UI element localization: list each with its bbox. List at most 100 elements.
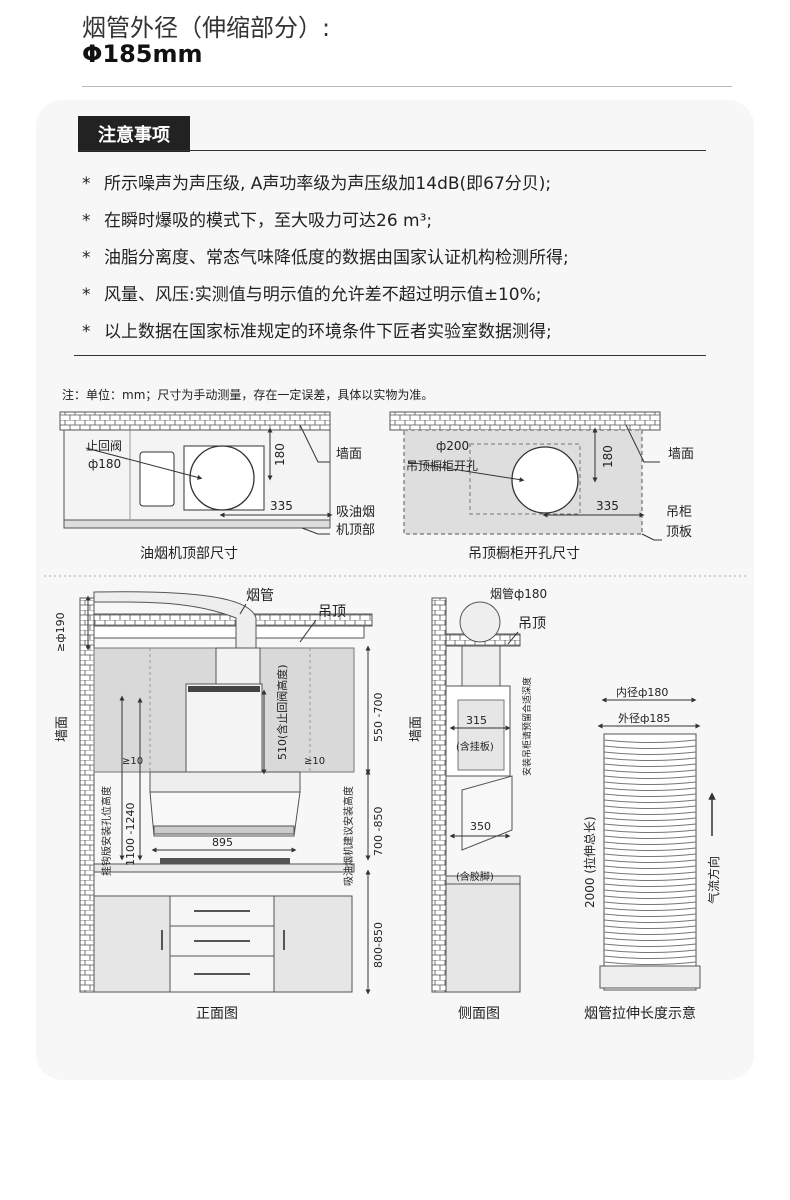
pipe-stretch-view: 内径ф180 外径ф185 2000 (拉伸总长) 气流方向 烟管拉伸长度示意 — [582, 685, 721, 1022]
divider — [82, 86, 732, 87]
side-view: 烟管ф180 吊顶 墙面 315 (含挂板) 安装吊柜请预留合适深度 350 (… — [409, 586, 547, 1022]
depth-label: 安装吊柜请预留合适深度 — [521, 677, 533, 776]
pipe-rib — [603, 949, 697, 953]
wall-label: 墙面 — [336, 447, 362, 462]
pipe-rib — [603, 955, 697, 959]
pipe-rib — [603, 781, 697, 785]
valve-circle — [189, 445, 255, 511]
pipe-rib — [603, 865, 697, 869]
pipe-rib — [603, 931, 697, 935]
cabinet-top-view: ф200 吊顶橱柜开孔 180 335 墙面 吊柜 顶板 吊顶橱柜开孔尺寸 — [389, 411, 694, 562]
hole-label: 吊顶橱柜开孔 — [406, 459, 478, 473]
pipe-rib — [603, 769, 697, 773]
pipe-rib — [603, 745, 697, 749]
notes-heading-rule — [78, 150, 706, 151]
cabinet-label: 吊柜 — [666, 505, 692, 520]
dim-700-850: 700 -850 — [372, 807, 385, 856]
hood-top-view: 止回阀 ф180 180 335 墙面 吸油烟 机顶部 油烟机顶部尺寸 — [59, 411, 375, 562]
note-item: *风量、风压:实测值与明示值的允许差不超过明示值±10%; — [82, 277, 569, 314]
wall-label: 墙面 — [55, 716, 70, 742]
front-view: ≥ф190 墙面 烟管 吊顶 510(含止回阀高度) 550 -700 ≥10 … — [54, 588, 385, 1022]
pipe-dia-label: 烟管ф180 — [490, 586, 547, 601]
note-item: *所示噪声为声压级, A声功率级为声压级加14dB(即67分贝); — [82, 166, 569, 203]
pipe-rib — [603, 853, 697, 857]
pipe-rib — [603, 901, 697, 905]
dim-550-700: 550 -700 — [372, 693, 385, 742]
caption-cabinet-top: 吊顶橱柜开孔尺寸 — [468, 546, 580, 562]
pipe-rib — [603, 817, 697, 821]
bullet-star: * — [82, 211, 91, 231]
inner-diameter: 内径ф180 — [616, 685, 668, 699]
pipe-rib — [603, 919, 697, 923]
pipe-diameter-value: Φ185mm — [82, 40, 203, 68]
hood-chimney — [185, 683, 263, 773]
install-height-label: 吸油烟机建议安装高度 — [342, 786, 355, 886]
dim-180: 180 — [601, 445, 615, 468]
pipe-rib — [603, 847, 697, 851]
pipe-rib — [603, 823, 697, 827]
ceiling-label: 吊顶 — [518, 616, 546, 632]
pipe-rib — [603, 841, 697, 845]
pipe-diameter-title: 烟管外径（伸缩部分）: — [82, 14, 331, 42]
pipe-ribs — [603, 739, 697, 965]
pipe-rib — [603, 871, 697, 875]
dim-180: 180 — [273, 443, 287, 466]
bullet-star: * — [82, 248, 91, 268]
duct-pipe — [93, 591, 257, 661]
incl-plate: (含挂板) — [456, 740, 494, 753]
valve-diameter: ф180 — [88, 457, 121, 471]
pipe-section — [459, 601, 501, 643]
check-valve-box — [139, 451, 175, 507]
pipe-rib — [603, 787, 697, 791]
notes-heading: 注意事项 — [78, 116, 190, 152]
note-item: *在瞬时爆吸的模式下，至大吸力可达26 m³; — [82, 203, 569, 240]
cooktop — [160, 858, 290, 864]
pipe-rib — [603, 793, 697, 797]
pipe-rib — [603, 943, 697, 947]
unit-note: 注：单位：mm；尺寸为手动测量，存在一定误差，具体以实物为准。 — [62, 388, 434, 402]
notes-list: *所示噪声为声压级, A声功率级为声压级加14dB(即67分贝); *在瞬时爆吸… — [82, 166, 569, 351]
caption-side: 侧面图 — [458, 1006, 500, 1022]
caption-front: 正面图 — [196, 1006, 238, 1022]
note-item: *以上数据在国家标准规定的环境条件下匠者实验室数据测得; — [82, 314, 569, 351]
base-cabinet-side — [445, 883, 521, 993]
hood-top-edge — [63, 519, 331, 529]
ceiling-label: 吊顶 — [318, 604, 346, 620]
dim-315: 315 — [466, 714, 487, 727]
pipe-rib — [603, 889, 697, 893]
pipe-rib — [603, 757, 697, 761]
side-wall — [431, 597, 447, 993]
dim-190: ≥ф190 — [54, 612, 67, 652]
hood-top-label: 机顶部 — [336, 523, 375, 538]
pipe-rib — [603, 937, 697, 941]
pipe-rib — [603, 811, 697, 815]
pipe-rib — [603, 895, 697, 899]
pipe-rib — [603, 925, 697, 929]
bullet-star: * — [82, 174, 91, 194]
dim-335: 335 — [596, 499, 619, 513]
flow-direction: 气流方向 — [706, 856, 721, 904]
pipe-rib — [603, 907, 697, 911]
total-length: 2000 (拉伸总长) — [582, 816, 597, 908]
cabinet-label: 顶板 — [666, 525, 692, 540]
caption-stretch: 烟管拉伸长度示意 — [584, 1005, 696, 1022]
pipe-rib — [603, 913, 697, 917]
hood-top-label: 吸油烟 — [336, 505, 375, 520]
width-895: 895 — [212, 836, 233, 849]
dim-1100-1240: 1100 -1240 — [124, 803, 137, 866]
hood-body — [149, 771, 301, 793]
dim-335: 335 — [270, 499, 293, 513]
dim-800-850: 800-850 — [372, 922, 385, 968]
hood-side — [461, 775, 513, 851]
pipe-rib — [603, 877, 697, 881]
caption-hood-top: 油烟机顶部尺寸 — [140, 546, 238, 562]
pipe-rib — [603, 883, 697, 887]
pipe-rib — [603, 835, 697, 839]
pipe-rib — [603, 859, 697, 863]
pipe-rib — [603, 763, 697, 767]
pipe-rib — [603, 739, 697, 743]
valve-label: 止回阀 — [86, 439, 122, 453]
bullet-star: * — [82, 322, 91, 342]
wall-label: 墙面 — [668, 447, 694, 462]
